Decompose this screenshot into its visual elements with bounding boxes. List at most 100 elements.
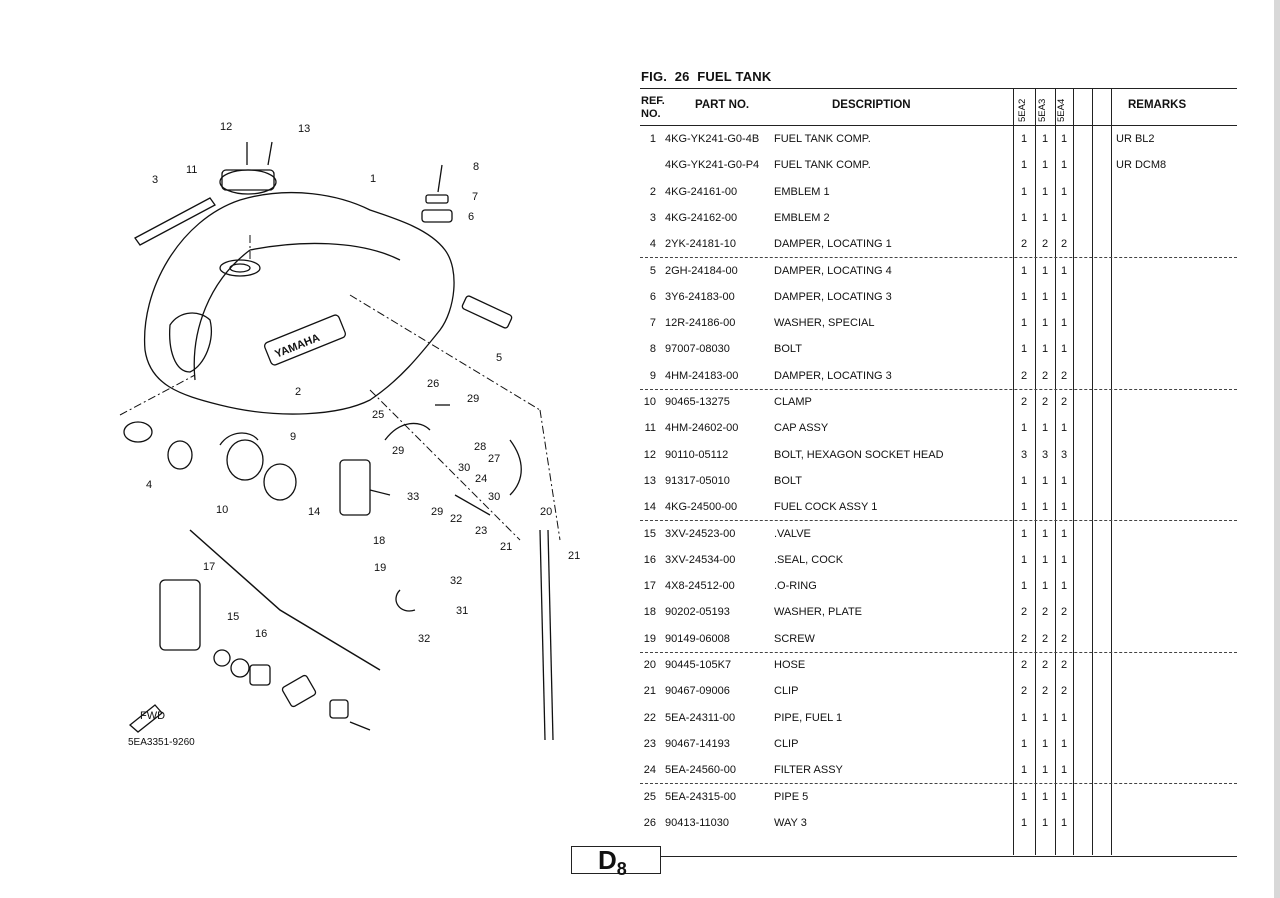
quantity-cell: 2 — [1020, 685, 1028, 698]
ref-number: 2 — [649, 185, 656, 198]
remarks-cell: UR BL2 — [1116, 133, 1155, 145]
ref-number: 22 — [643, 711, 656, 724]
callout-label: 2 — [295, 386, 301, 398]
ref-number: 5 — [649, 264, 656, 277]
quantity-cell: 1 — [1020, 737, 1028, 750]
quantity-cell: 2 — [1041, 396, 1049, 408]
ref-number: 3 — [649, 211, 656, 224]
quantity-cell: 2 — [1041, 632, 1049, 645]
quantity-cell: 3 — [1041, 448, 1049, 461]
callout-label: 24 — [475, 473, 487, 485]
part-description: FUEL TANK COMP. — [774, 133, 871, 145]
ref-number: 21 — [643, 685, 656, 698]
callout-label: 21 — [500, 541, 512, 553]
remarks-cell: UR DCM8 — [1116, 159, 1167, 172]
part-number: 5EA-24315-00 — [665, 790, 736, 803]
quantity-cell: 1 — [1060, 317, 1068, 330]
model-header-3: 5EA4 — [1056, 98, 1067, 122]
quantity-cell: 2 — [1060, 685, 1068, 698]
callout-label: 27 — [488, 453, 500, 465]
quantity-cell: 1 — [1060, 159, 1068, 172]
quantity-cell: 1 — [1060, 711, 1068, 724]
ref-number: 24 — [643, 764, 656, 777]
tank-inner-line — [193, 242, 401, 381]
hose-27 — [509, 439, 522, 496]
quantity-cell: 1 — [1041, 159, 1049, 172]
part-description: PIPE, FUEL 1 — [774, 711, 843, 724]
callout-label: 33 — [407, 491, 419, 503]
quantity-cell: 1 — [1020, 290, 1028, 303]
callout-label: 20 — [540, 506, 552, 518]
description-header: DESCRIPTION — [832, 99, 911, 111]
quantity-cell: 1 — [1041, 133, 1049, 145]
quantity-cell: 1 — [1020, 211, 1028, 224]
part-number: 90467-14193 — [665, 737, 730, 750]
callout-label: 19 — [374, 562, 386, 574]
quantity-cell: 2 — [1041, 369, 1049, 382]
part-number: 2GH-24184-00 — [665, 264, 738, 277]
callout-label: 31 — [456, 605, 468, 617]
damper-5 — [461, 295, 513, 329]
part-number: 97007-08030 — [665, 343, 730, 356]
quantity-cell: 1 — [1060, 422, 1068, 435]
callout-label: 1 — [370, 173, 376, 185]
quantity-cell: 1 — [1020, 527, 1028, 540]
part-description: .VALVE — [774, 527, 811, 540]
part-number: 5EA-24560-00 — [665, 764, 736, 777]
part-number: 4KG-24500-00 — [665, 501, 738, 514]
part-number: 90149-06008 — [665, 632, 730, 645]
quantity-cell: 1 — [1060, 264, 1068, 277]
quantity-cell: 1 — [1020, 159, 1028, 172]
ref-number: 23 — [643, 737, 656, 750]
part-number: 3Y6-24183-00 — [665, 290, 735, 303]
exploded-diagram: YAMAHA — [100, 110, 600, 760]
quantity-cell: 2 — [1020, 659, 1028, 671]
part-number: 91317-05010 — [665, 474, 730, 487]
quantity-cell: 1 — [1020, 790, 1028, 803]
part-number: 4HM-24602-00 — [665, 422, 739, 435]
detail-separator — [189, 529, 381, 671]
part-description: SCREW — [774, 632, 815, 645]
ref-number: 6 — [649, 290, 656, 303]
quantity-cell: 2 — [1020, 369, 1028, 382]
model-header-1: 5EA2 — [1017, 98, 1028, 122]
part-description: FUEL TANK COMP. — [774, 159, 871, 172]
quantity-cell: 1 — [1041, 527, 1049, 540]
part-description: WASHER, SPECIAL — [774, 317, 875, 330]
quantity-cell: 1 — [1041, 764, 1049, 777]
quantity-cell: 1 — [1020, 343, 1028, 356]
quantity-cell: 1 — [1060, 211, 1068, 224]
quantity-cell: 2 — [1020, 632, 1028, 645]
ref-number: 15 — [643, 527, 656, 540]
quantity-cell: 1 — [1060, 737, 1068, 750]
part-number: 90465-13275 — [665, 396, 730, 408]
callout-label: 17 — [203, 561, 215, 573]
ref-number: 12 — [643, 448, 656, 461]
hose-31 — [395, 589, 416, 612]
cap-assy — [219, 141, 277, 195]
part-description: BOLT — [774, 474, 802, 487]
scrollbar-track[interactable] — [1274, 0, 1280, 898]
quantity-cell: 1 — [1041, 211, 1049, 224]
ref-number: 11 — [644, 422, 656, 435]
quantity-cell: 1 — [1020, 185, 1028, 198]
fwd-label: FWD — [140, 710, 165, 722]
ref-number: 1 — [649, 133, 656, 145]
filler-neck — [219, 259, 261, 277]
quantity-cell: 1 — [1020, 553, 1028, 566]
quantity-cell: 1 — [1020, 580, 1028, 593]
